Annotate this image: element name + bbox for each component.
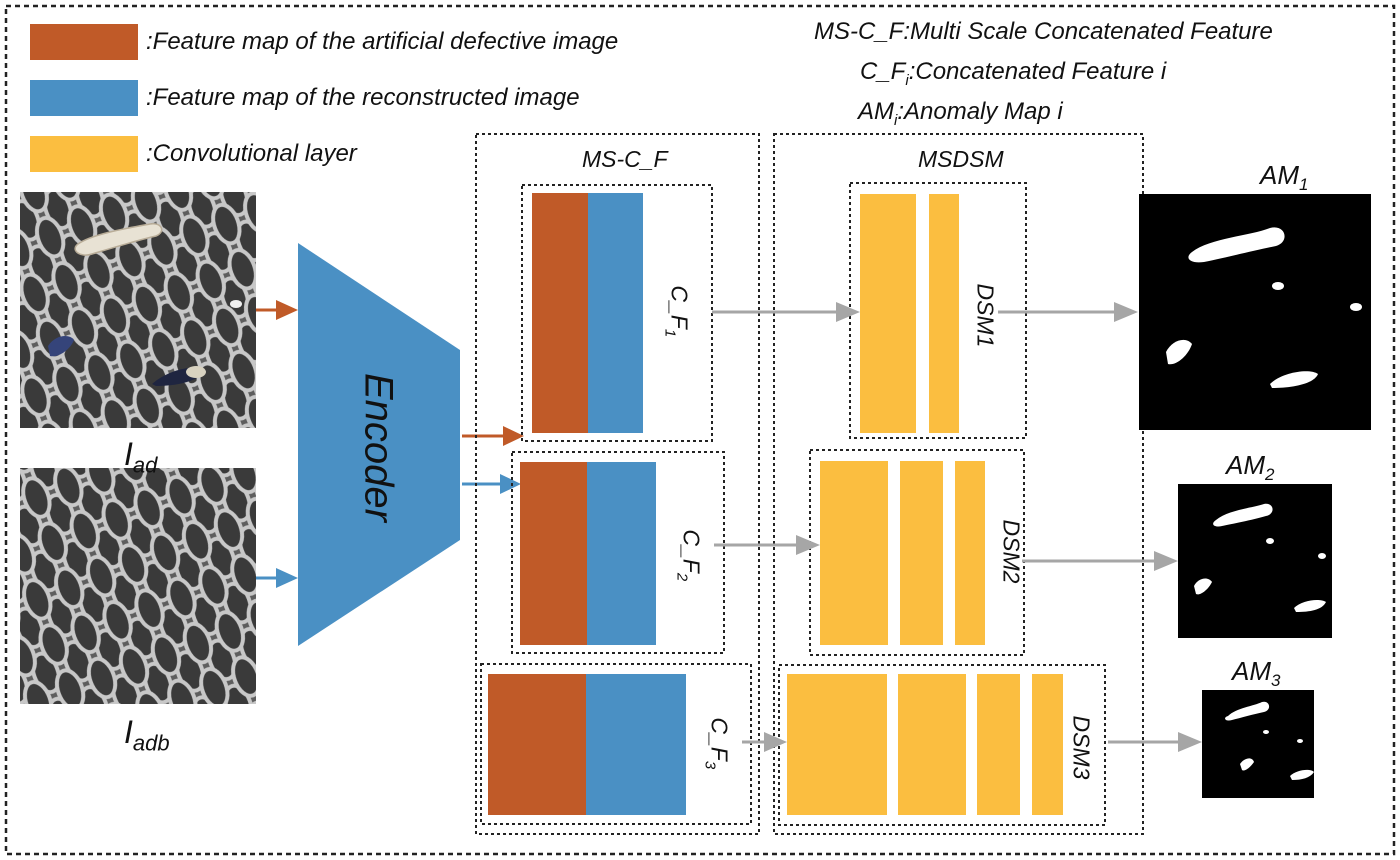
msdsm-box (773, 133, 1144, 835)
outer-frame (4, 4, 1396, 856)
dsm1-conv-1 (860, 194, 916, 433)
input-label-adb: Iadb (124, 714, 170, 756)
dsm1-conv-2 (929, 194, 959, 433)
definition-mscf: MS-C_F:Multi Scale Concatenated Feature (814, 18, 1273, 45)
mscf-box (475, 133, 760, 835)
arrow-dsm1-to-am1 (998, 302, 1138, 322)
dsm3-conv-1 (787, 674, 887, 815)
dsm2-label: DSM2 (998, 519, 1025, 584)
arrow-cf1-to-dsm1 (712, 302, 860, 322)
mscf-title: MS-C_F (582, 146, 668, 172)
cf2-reconstructed-bar (587, 462, 656, 645)
input-label-ad: Iad (124, 436, 158, 478)
cf2-box (511, 451, 725, 654)
dsm3-conv-2 (898, 674, 966, 815)
dsm3-conv-3 (977, 674, 1020, 815)
dsm2-conv-3 (955, 461, 985, 645)
cf1-defective-bar (532, 193, 588, 433)
definition-cf: C_Fi:Concatenated Feature i (860, 58, 1167, 89)
legend-swatch-defective (30, 24, 138, 60)
am2-label: AM2 (1226, 450, 1275, 485)
arrow-dsm3-to-am3 (1108, 732, 1202, 752)
arrow-encoder-defective-out (462, 426, 524, 446)
arrow-encoder-reconstructed-out (462, 474, 521, 494)
dsm3-label: DSM3 (1068, 715, 1095, 780)
cf2-label: C_F2 (673, 529, 705, 582)
dsm2-conv-2 (900, 461, 943, 645)
input-image-defective (20, 192, 256, 428)
arrow-reconstructed-to-encoder (256, 568, 298, 588)
msdsm-title: MSDSM (918, 146, 1004, 172)
input-image-reconstructed (20, 468, 256, 704)
cf2-defective-bar (520, 462, 587, 645)
arrow-cf2-to-dsm2 (714, 535, 820, 555)
arrow-defective-to-encoder (256, 300, 298, 320)
cf3-box (480, 663, 752, 825)
dsm2-conv-1 (820, 461, 888, 645)
anomaly-map-2 (1178, 484, 1332, 638)
cf3-defective-bar (488, 674, 586, 815)
arrow-cf3-to-dsm3 (742, 732, 787, 752)
dsm3-conv-4 (1032, 674, 1063, 815)
dsm3-box (778, 664, 1106, 826)
am3-label: AM3 (1232, 656, 1281, 691)
cf1-label: C_F1 (661, 285, 693, 338)
cf3-label: C_F3 (701, 717, 733, 770)
legend-swatch-reconstructed (30, 80, 138, 116)
legend-swatch-conv (30, 136, 138, 172)
encoder-label: Encoder (356, 373, 401, 522)
cf1-reconstructed-bar (588, 193, 643, 433)
arrow-dsm2-to-am2 (1022, 551, 1178, 571)
legend-text-conv: :Convolutional layer (146, 140, 357, 167)
dsm1-label: DSM1 (972, 283, 999, 348)
legend-text-reconstructed: :Feature map of the reconstructed image (146, 84, 580, 111)
encoder-block (298, 243, 460, 646)
anomaly-map-1 (1139, 194, 1371, 430)
definition-am: AMi:Anomaly Map i (858, 98, 1063, 129)
am1-label: AM1 (1260, 160, 1309, 195)
legend-text-defective: :Feature map of the artificial defective… (146, 28, 619, 55)
anomaly-map-3 (1202, 690, 1314, 798)
cf3-reconstructed-bar (586, 674, 686, 815)
